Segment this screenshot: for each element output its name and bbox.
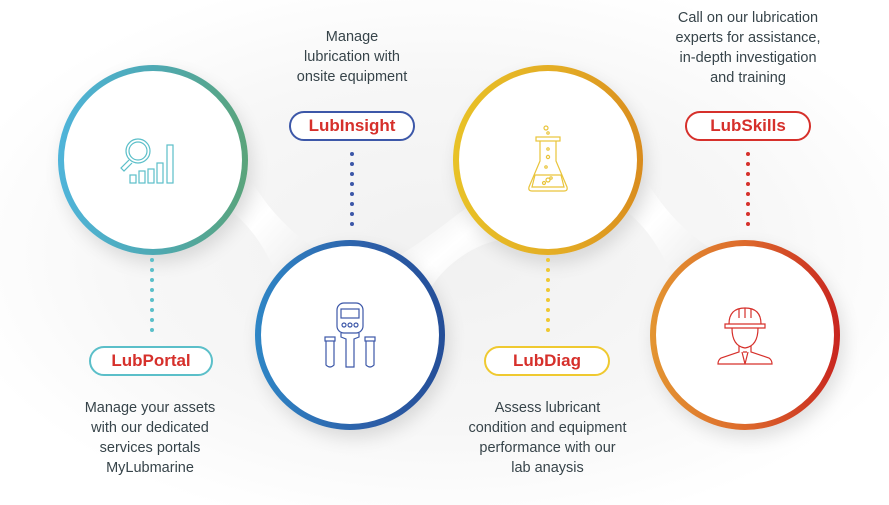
desc-line: experts for assistance, — [675, 30, 821, 46]
lubportal-circle — [58, 65, 248, 255]
desc-line: performance with our — [479, 440, 616, 456]
desc-line: Manage — [325, 29, 379, 45]
handheld-device-test-tubes-icon — [324, 302, 376, 368]
desc-line: with our dedicated — [91, 420, 209, 436]
lubinsight-circle — [255, 240, 445, 430]
desc-line: Call on our lubrication — [677, 10, 819, 26]
hard-hat-engineer-icon — [717, 307, 773, 365]
lubskills-connector-dots — [746, 152, 750, 232]
magnifier-bar-chart-icon — [120, 138, 174, 184]
connector-2-3 — [400, 205, 500, 290]
lubdiag-circle — [453, 65, 643, 255]
desc-line: services portals — [99, 440, 201, 456]
lubportal-label[interactable]: LubPortal — [89, 346, 213, 376]
desc-line: onsite equipment — [296, 69, 408, 85]
desc-line: and training — [710, 70, 786, 86]
lubinsight-label[interactable]: LubInsight — [289, 111, 415, 141]
lubskills-circle — [650, 240, 840, 430]
desc-line: in-depth investigation — [679, 50, 817, 66]
lubportal-description: Manage your assets with our dedicated se… — [60, 398, 240, 478]
desc-line: Assess lubricant — [494, 400, 601, 416]
lubdiag-connector-dots — [546, 258, 550, 338]
desc-line: lubrication with — [304, 49, 400, 65]
desc-line: lab anaysis — [511, 460, 584, 476]
desc-line: condition and equipment — [468, 420, 627, 436]
lab-flask-icon — [528, 125, 568, 192]
lubskills-label[interactable]: LubSkills — [685, 111, 811, 141]
lubinsight-connector-dots — [350, 152, 354, 232]
desc-line: MyLubmarine — [106, 460, 194, 476]
lubskills-description: Call on our lubrication experts for assi… — [650, 8, 846, 88]
lubdiag-description: Assess lubricant condition and equipment… — [450, 398, 645, 478]
lubdiag-label[interactable]: LubDiag — [484, 346, 610, 376]
desc-line: Manage your assets — [84, 400, 216, 416]
lubinsight-description: Manage lubrication with onsite equipment — [262, 27, 442, 87]
lubportal-connector-dots — [150, 258, 154, 338]
